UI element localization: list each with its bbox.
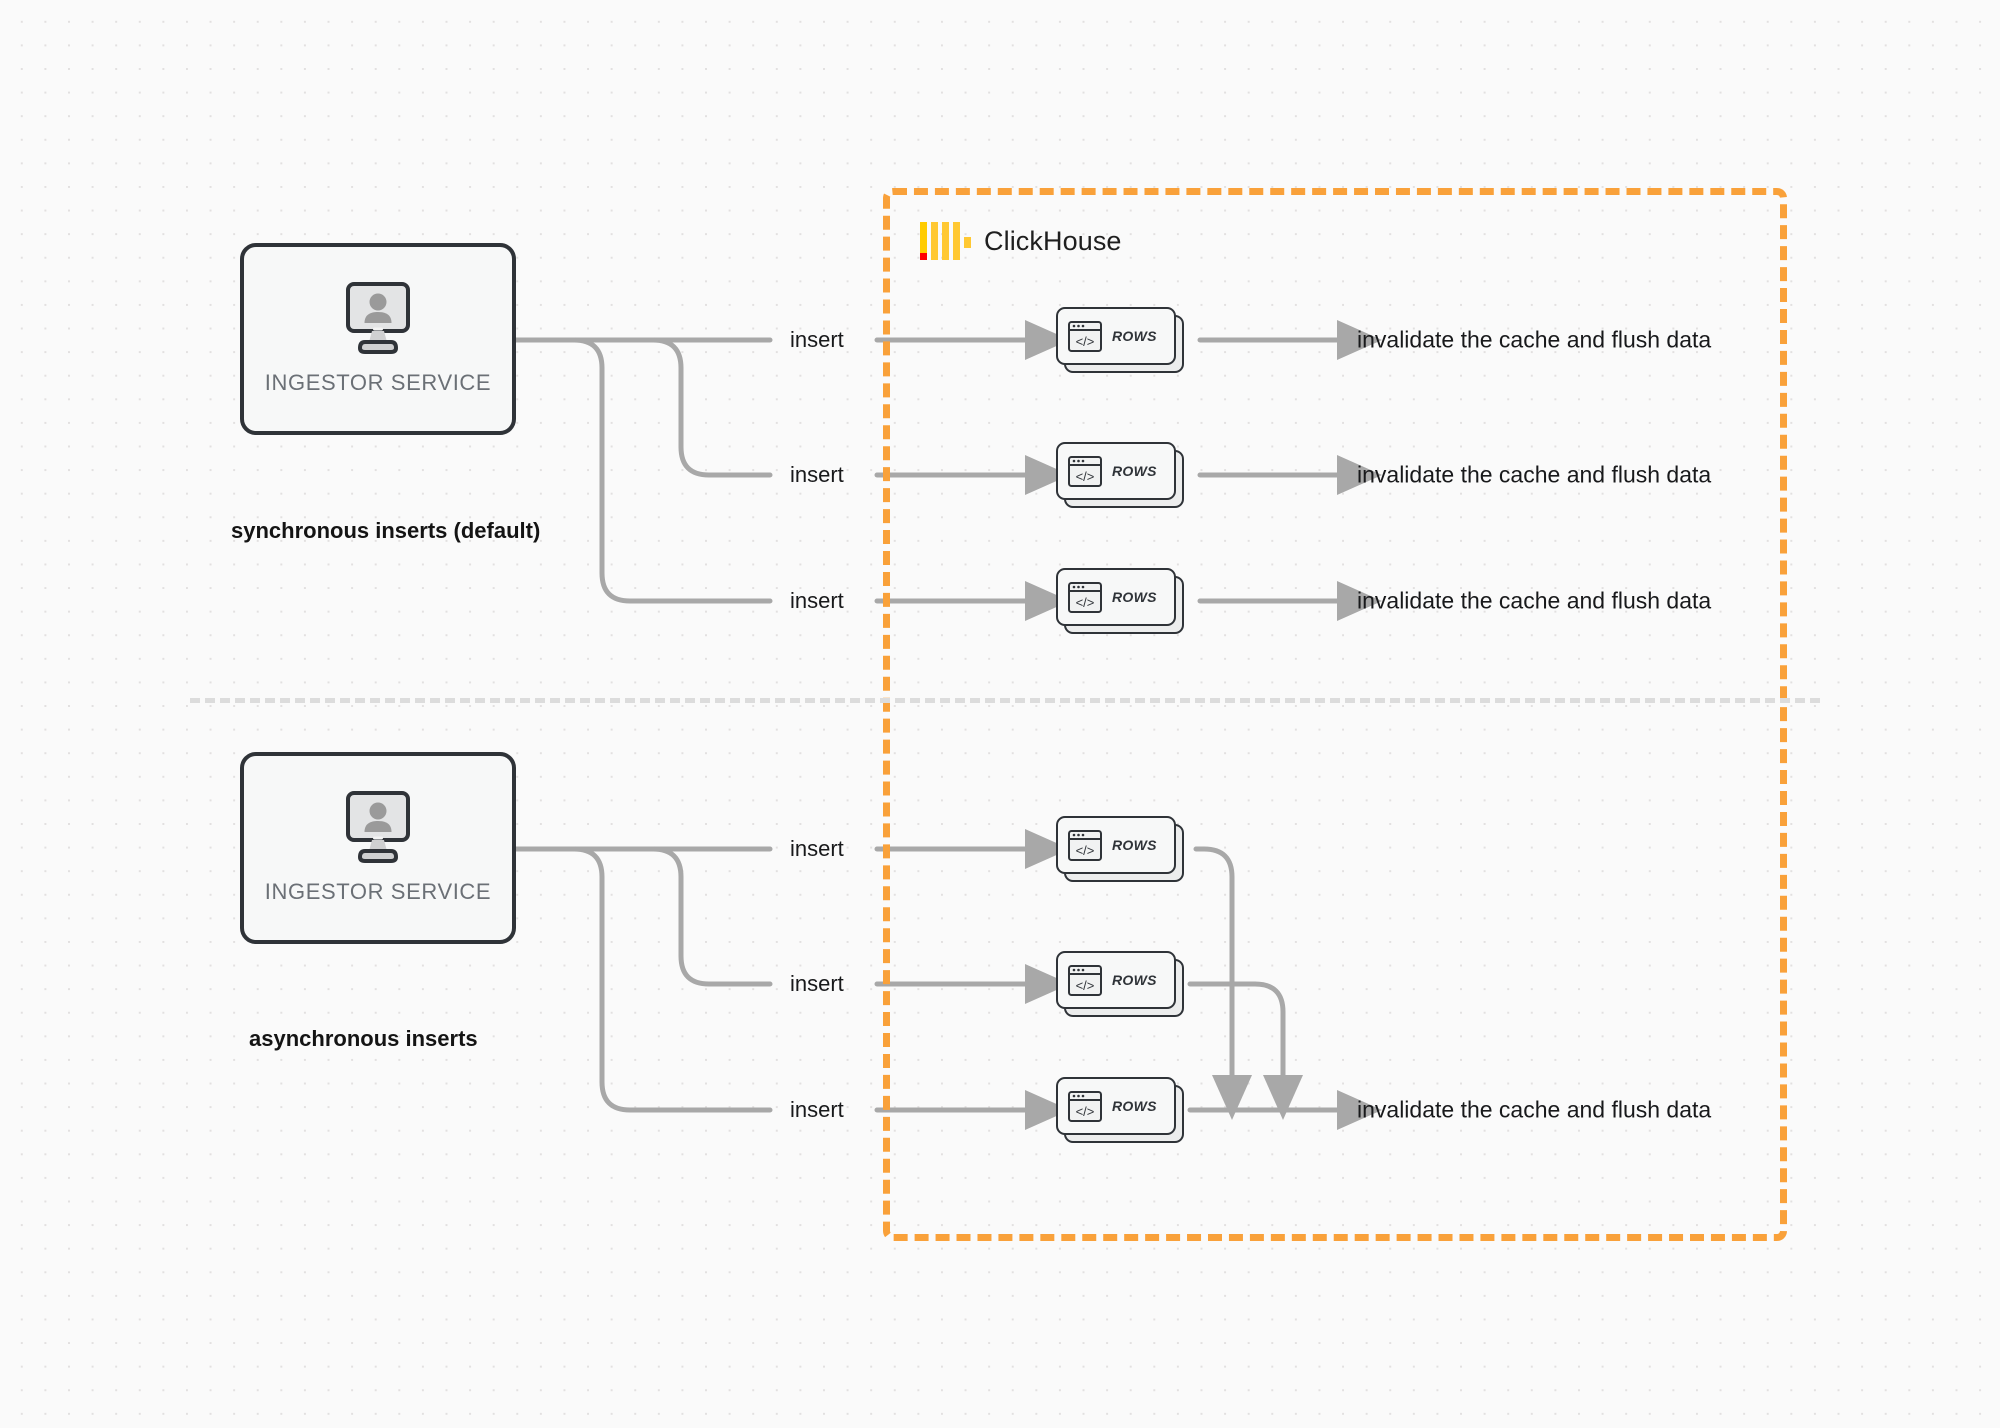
rows-node-card: </> ROWS	[1056, 568, 1176, 626]
rows-node-card: </> ROWS	[1056, 816, 1176, 874]
rows-node-card: </> ROWS	[1056, 307, 1176, 365]
code-window-icon: </>	[1068, 581, 1102, 613]
rows-node-label: ROWS	[1112, 837, 1157, 853]
ingestor-service-async[interactable]: INGESTOR SERVICE	[240, 752, 516, 944]
rows-node-label: ROWS	[1112, 463, 1157, 479]
svg-text:</>: </>	[1076, 334, 1095, 349]
rows-node-label: ROWS	[1112, 328, 1157, 344]
outcome-label-merged: invalidate the cache and flush data	[1357, 1096, 1712, 1123]
edge-label-insert: insert	[790, 836, 844, 861]
edge-label-insert: insert	[790, 327, 844, 352]
rows-node-label: ROWS	[1112, 1098, 1157, 1114]
monitor-user-icon	[346, 791, 410, 863]
svg-text:</>: </>	[1076, 595, 1095, 610]
monitor-user-icon	[346, 282, 410, 354]
ingestor-service-sync[interactable]: INGESTOR SERVICE	[240, 243, 516, 435]
outcome-label: invalidate the cache and flush data	[1357, 461, 1712, 488]
code-window-icon: </>	[1068, 320, 1102, 352]
caption-synchronous: synchronous inserts (default)	[231, 518, 541, 543]
ingestor-service-label: INGESTOR SERVICE	[264, 879, 492, 904]
clickhouse-boundary	[883, 188, 1787, 1241]
section-divider	[190, 698, 1820, 703]
rows-node-card: </> ROWS	[1056, 442, 1176, 500]
edge-label-insert: insert	[790, 588, 844, 613]
rows-node-label: ROWS	[1112, 972, 1157, 988]
svg-text:</>: </>	[1076, 469, 1095, 484]
code-window-icon: </>	[1068, 964, 1102, 996]
clickhouse-wordmark: ClickHouse	[984, 225, 1122, 256]
edge-label-insert: insert	[790, 462, 844, 487]
rows-node-card: </> ROWS	[1056, 1077, 1176, 1135]
caption-asynchronous: asynchronous inserts	[249, 1026, 478, 1051]
edge-label-insert: insert	[790, 1097, 844, 1122]
outcome-label: invalidate the cache and flush data	[1357, 587, 1712, 614]
clickhouse-brand: ClickHouse	[920, 222, 1122, 260]
rows-node[interactable]: </> ROWS	[1056, 1077, 1184, 1143]
rows-node[interactable]: </> ROWS	[1056, 568, 1184, 634]
code-window-icon: </>	[1068, 1090, 1102, 1122]
code-window-icon: </>	[1068, 455, 1102, 487]
clickhouse-logo-icon	[920, 222, 971, 260]
ingestor-service-label: INGESTOR SERVICE	[264, 370, 492, 395]
rows-node[interactable]: </> ROWS	[1056, 951, 1184, 1017]
edge-label-insert: insert	[790, 971, 844, 996]
rows-node[interactable]: </> ROWS	[1056, 442, 1184, 508]
code-window-icon: </>	[1068, 829, 1102, 861]
outcome-label: invalidate the cache and flush data	[1357, 326, 1712, 353]
rows-node-label: ROWS	[1112, 589, 1157, 605]
rows-node-card: </> ROWS	[1056, 951, 1176, 1009]
svg-text:</>: </>	[1076, 1104, 1095, 1119]
rows-node[interactable]: </> ROWS	[1056, 816, 1184, 882]
svg-text:</>: </>	[1076, 843, 1095, 858]
svg-text:</>: </>	[1076, 978, 1095, 993]
rows-node[interactable]: </> ROWS	[1056, 307, 1184, 373]
